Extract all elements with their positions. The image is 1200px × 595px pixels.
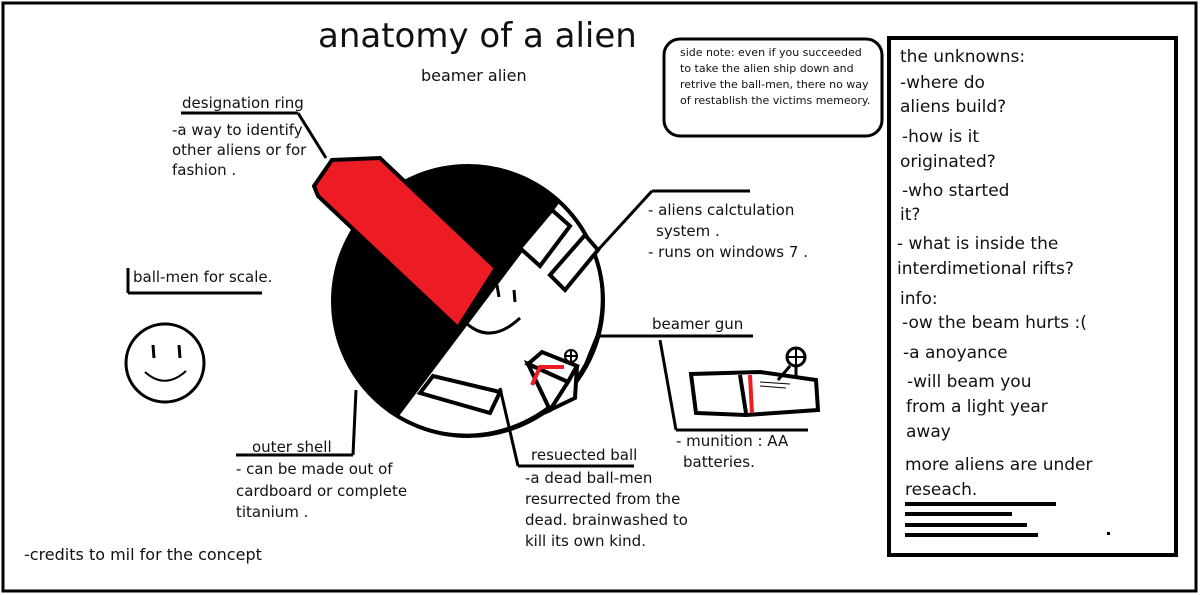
- unknowns-heading: the unknowns:: [900, 47, 1026, 67]
- stray-dot: [1107, 532, 1110, 535]
- outer-shell-line-2: cardboard or complete: [236, 482, 408, 500]
- resurrected-ball-line-1: -a dead ball-men: [525, 469, 653, 487]
- more-aliens-line-1: more aliens are under: [905, 455, 1093, 475]
- info-panel-frame: [887, 36, 1178, 557]
- more-aliens-line-2: reseach.: [905, 480, 978, 500]
- info-line: -ow the beam hurts :(: [902, 313, 1087, 333]
- unknowns-line: aliens build?: [900, 97, 1007, 117]
- page-title: anatomy of a alien: [318, 16, 637, 56]
- designation-ring: [311, 155, 499, 332]
- resurrected-ball-heading: resuected ball: [531, 446, 638, 464]
- calc-system-line-1: - aliens calctulation: [648, 201, 795, 219]
- outer-shell-line-1: - can be made out of: [236, 460, 393, 478]
- beamer-gun-drawing: [688, 346, 821, 418]
- subtitle: beamer alien: [421, 66, 527, 85]
- alien-ship: [311, 155, 605, 438]
- side-note-bubble: [662, 37, 884, 138]
- credits-text: -credits to mil for the concept: [24, 545, 262, 564]
- info-line: from a light year: [906, 397, 1048, 417]
- redacted-lines: [905, 502, 1056, 537]
- info-line: -will beam you: [907, 372, 1032, 392]
- calc-system-line-3: - runs on windows 7 .: [648, 243, 808, 261]
- leader-lines: [126, 111, 808, 468]
- unknowns-line: -how is it: [902, 127, 979, 147]
- ball-men-heading: ball-men for scale.: [133, 268, 273, 286]
- info-line: -a anoyance: [903, 343, 1008, 363]
- beamer-gun-heading: beamer gun: [652, 315, 744, 333]
- beamer-gun-line-1: - munition : AA: [676, 432, 789, 450]
- outer-shell-heading: outer shell: [252, 438, 332, 456]
- info-heading: info:: [900, 289, 938, 309]
- resurrected-ball-cube: [523, 349, 580, 415]
- unknowns-line: -who started: [902, 181, 1010, 201]
- resurrected-ball-line-2: resurrected from the: [525, 490, 681, 508]
- calc-compartment-1: [517, 207, 573, 269]
- ball-men-smiley: [124, 322, 206, 404]
- beamer-gun-line-2: batteries.: [683, 453, 755, 471]
- designation-ring-line-2: other aliens or for: [172, 141, 307, 159]
- calc-system-line-2: system .: [656, 222, 720, 240]
- unknowns-line: - what is inside the: [897, 234, 1059, 254]
- outer-shell-line-3: titanium .: [236, 503, 309, 521]
- unknowns-line: -where do: [900, 73, 985, 93]
- designation-ring-heading: designation ring: [182, 94, 304, 112]
- unknowns-line: interdimetional rifts?: [897, 259, 1074, 279]
- resurrected-ball-line-3: dead. brainwashed to: [525, 511, 688, 529]
- side-note-text: side note: even if you succeeded to take…: [680, 46, 871, 107]
- unknowns-line: it?: [900, 205, 921, 225]
- designation-ring-line-1: -a way to identify: [172, 121, 303, 139]
- ship-smiley: [463, 284, 522, 335]
- unknowns-line: originated?: [900, 152, 996, 172]
- info-line: away: [906, 422, 951, 442]
- designation-ring-line-3: fashion .: [172, 161, 237, 179]
- resurrected-ball-line-4: kill its own kind.: [525, 532, 646, 550]
